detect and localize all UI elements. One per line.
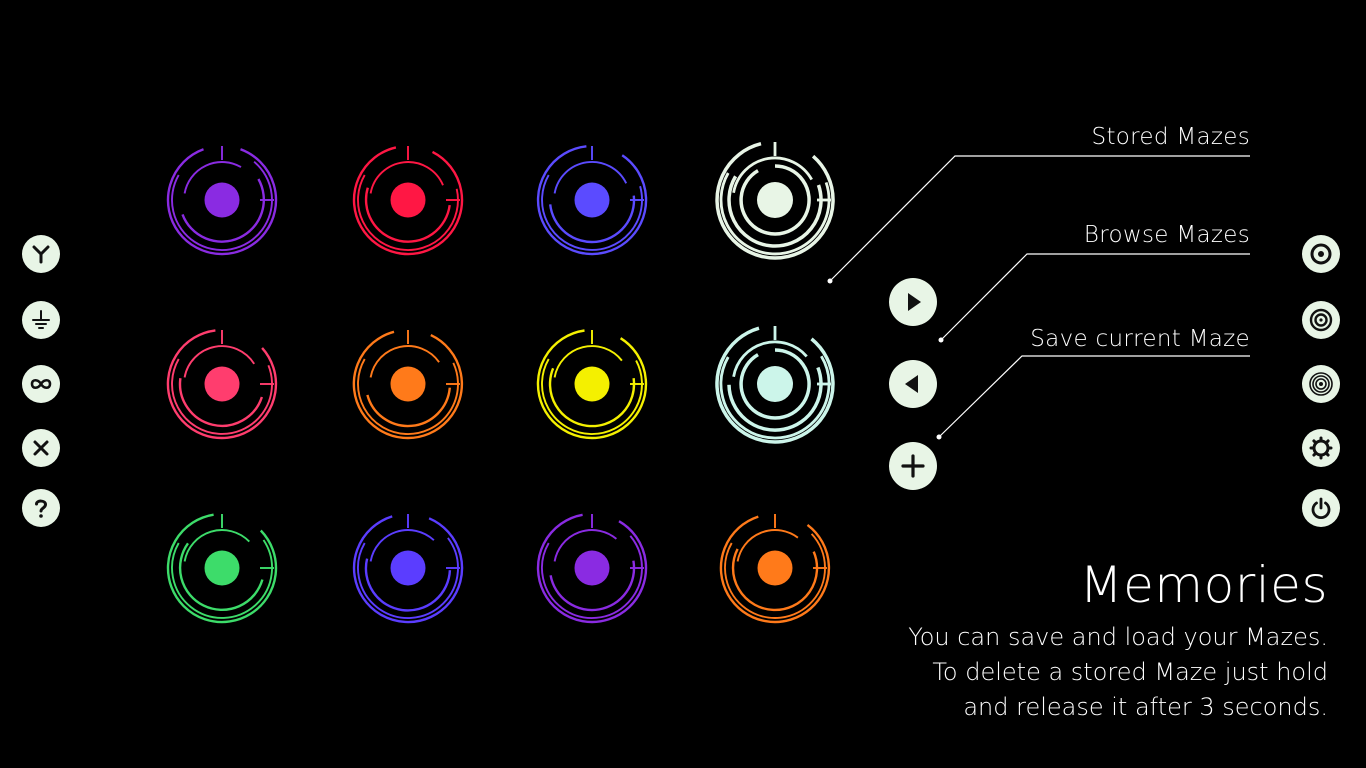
description-line: and release it after 3 seconds. (963, 693, 1328, 721)
stored-maze-4[interactable] (711, 136, 839, 264)
stored-mazes-label: Stored Mazes (1091, 124, 1250, 150)
play-icon (908, 293, 921, 311)
medium-target-icon[interactable] (1302, 301, 1340, 339)
stored-maze-7[interactable] (528, 320, 656, 448)
stored-maze-5[interactable] (158, 320, 286, 448)
stored-maze-9[interactable] (158, 504, 286, 632)
browse-mazes-label: Browse Mazes (1083, 222, 1250, 248)
stored-maze-2[interactable] (344, 136, 472, 264)
close-icon[interactable] (22, 429, 60, 467)
back-icon (905, 375, 918, 393)
infinity-icon[interactable] (22, 365, 60, 403)
large-target-icon[interactable] (1302, 365, 1340, 403)
stored-maze-1[interactable] (158, 136, 286, 264)
description: You can save and load your Mazes. To del… (908, 620, 1328, 725)
gear-icon[interactable] (1302, 429, 1340, 467)
description-line: You can save and load your Mazes. (908, 623, 1328, 651)
save-maze-label: Save current Maze (1030, 326, 1250, 352)
help-icon[interactable] (22, 489, 60, 527)
description-line: To delete a stored Maze just hold (932, 658, 1328, 686)
stored-maze-8[interactable] (711, 320, 839, 448)
browse-prev-button[interactable] (889, 360, 937, 408)
ground-icon[interactable] (22, 301, 60, 339)
save-maze-button[interactable] (889, 442, 937, 490)
plus-icon (901, 454, 925, 478)
stored-maze-11[interactable] (528, 504, 656, 632)
page-title: Memories (1079, 556, 1328, 614)
small-target-icon[interactable] (1302, 235, 1340, 273)
stored-maze-6[interactable] (344, 320, 472, 448)
stored-maze-10[interactable] (344, 504, 472, 632)
stored-maze-12[interactable] (711, 504, 839, 632)
stored-maze-3[interactable] (528, 136, 656, 264)
power-icon[interactable] (1302, 489, 1340, 527)
y-icon[interactable] (22, 235, 60, 273)
browse-next-button[interactable] (889, 278, 937, 326)
